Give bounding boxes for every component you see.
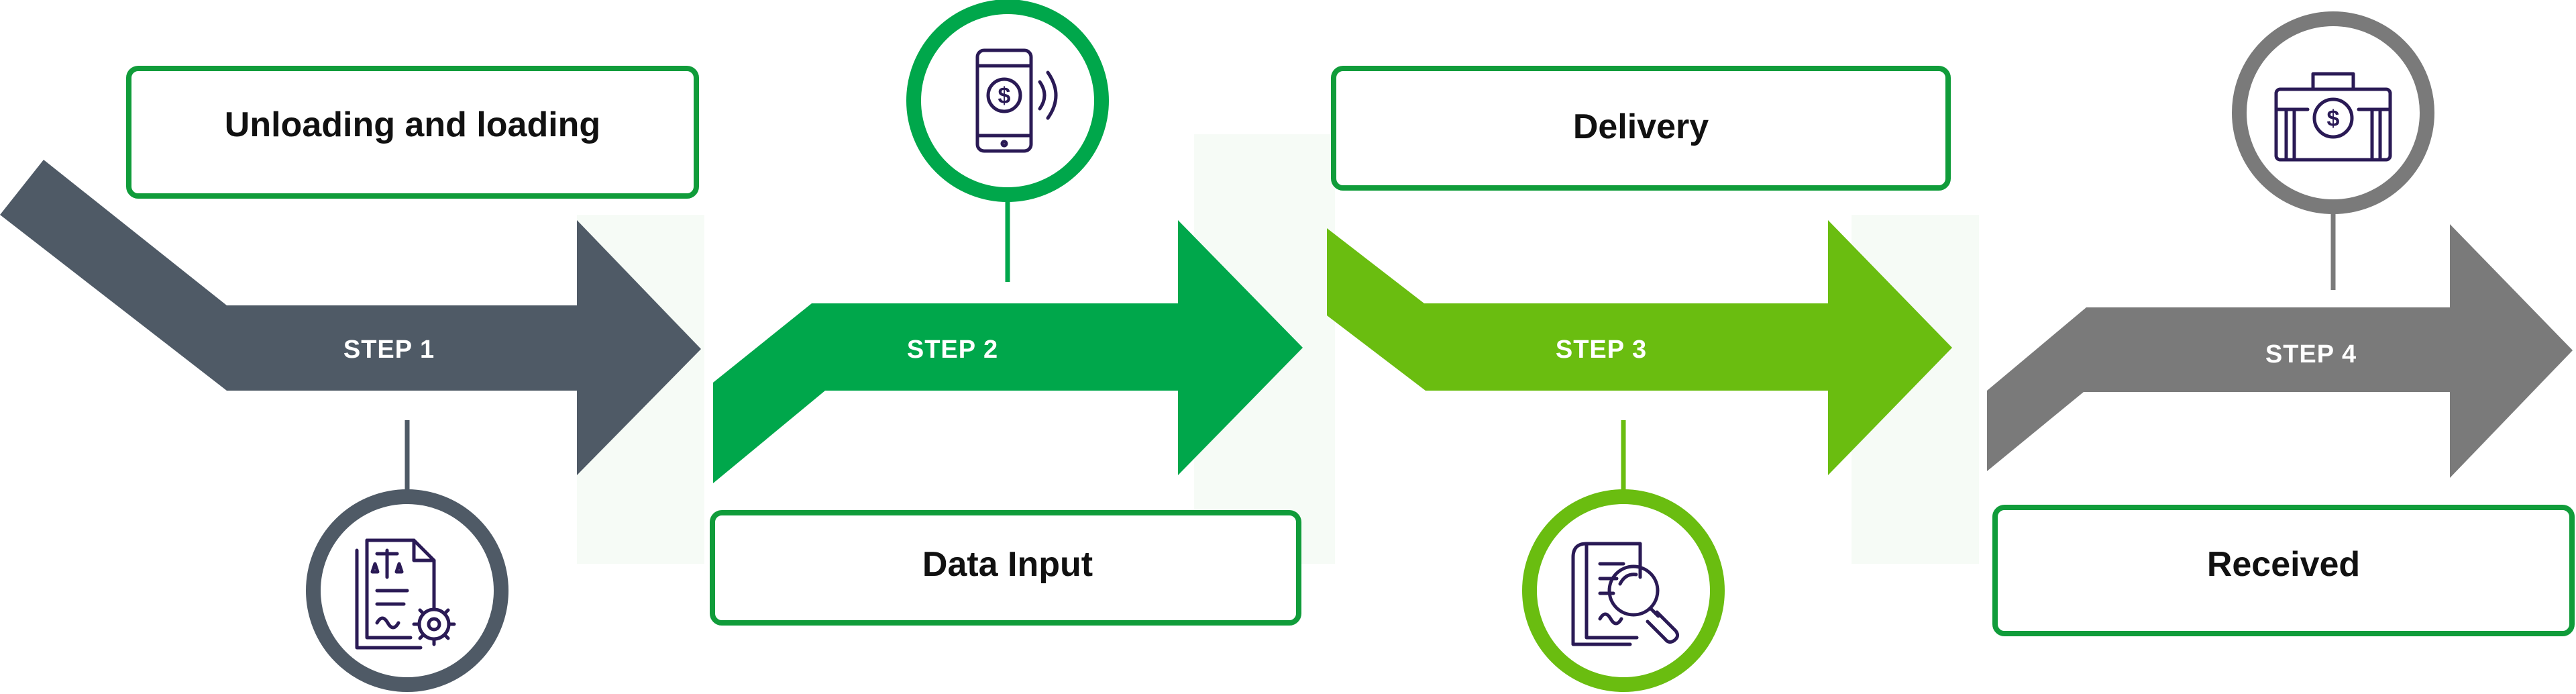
svg-text:$: $ [998, 83, 1011, 109]
document-search-icon [1571, 542, 1680, 646]
step-2: STEP 2 Data Input $ [710, 0, 1303, 626]
step-1-arrow [0, 160, 701, 475]
step-4: STEP 4 Received $ [1987, 11, 2575, 636]
step-4-arrow [1987, 224, 2573, 478]
money-briefcase-icon: $ [2274, 72, 2392, 162]
step-3-icon-ring [1522, 489, 1725, 692]
step-2-title: Data Input [922, 545, 1093, 584]
step-2-arrow [713, 220, 1303, 483]
step-3-arrow [1327, 220, 1952, 475]
step-3-title: Delivery [1573, 107, 1709, 146]
step-2-icon-ring [906, 0, 1109, 202]
step-1-label: STEP 1 [343, 336, 435, 364]
step-4-title-box [1992, 505, 2575, 636]
step-1: STEP 1 Unloading and loading [0, 66, 701, 692]
step-1-title: Unloading and loading [225, 105, 600, 144]
mobile-payment-icon: $ [975, 48, 1058, 153]
step-2-title-box [710, 510, 1301, 626]
step-3-title-box [1331, 66, 1951, 191]
step-2-label: STEP 2 [907, 336, 998, 364]
step-1-title-box [126, 66, 699, 199]
legal-document-gear-icon [355, 538, 456, 650]
svg-text:$: $ [2327, 106, 2340, 132]
step-3-label: STEP 3 [1556, 336, 1647, 364]
step-4-label: STEP 4 [2265, 340, 2357, 368]
step-4-title: Received [2207, 545, 2360, 584]
step-3: STEP 3 Delivery [1327, 66, 1952, 692]
